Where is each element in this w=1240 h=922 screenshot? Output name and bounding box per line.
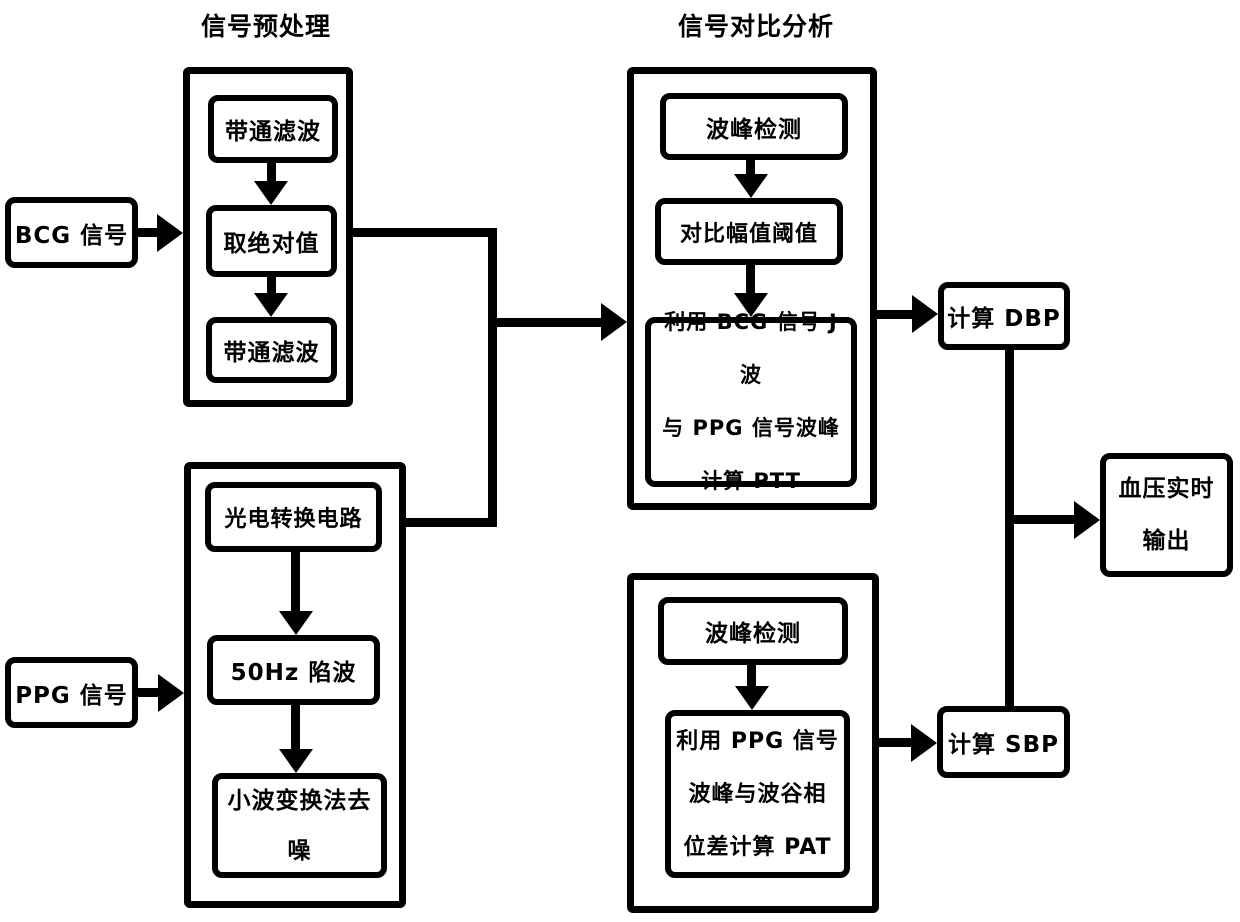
node-pat-calculation-line1: 利用 PPG 信号 — [676, 728, 839, 754]
node-absolute-value: 取绝对值 — [206, 205, 337, 277]
node-bp-realtime-output-line2: 输出 — [1142, 528, 1191, 554]
node-wavelet-denoise-line1: 小波变换法去 — [227, 787, 372, 814]
arrow-ppg-to-preprocessing-line — [138, 688, 166, 697]
arrow-bcg-to-preprocessing-line — [138, 228, 166, 237]
node-photoelectric-circuit: 光电转换电路 — [205, 482, 382, 552]
arrow-notch-to-wavelet-line — [291, 705, 300, 751]
node-peak-detection-top: 波峰检测 — [660, 93, 848, 160]
arrow-threshold-to-ptt-line — [746, 265, 755, 295]
arrow-notch-to-wavelet-head — [279, 749, 313, 773]
arrow-trunk-to-output-head — [1074, 501, 1100, 539]
arrow-peaktop-to-threshold-line — [746, 160, 755, 176]
arrow-bandpass1-to-abs-line — [267, 163, 276, 187]
node-peak-detection-bottom-label: 波峰检测 — [705, 621, 801, 647]
node-bcg-input-label: BCG 信号 — [14, 222, 129, 249]
node-ptt-calculation: 利用 BCG 信号 J 波 与 PPG 信号波峰 计算 PTT — [645, 310, 857, 493]
arrow-junction-to-ptt-line — [497, 318, 603, 327]
arrow-abs-to-bandpass2-line — [267, 277, 276, 297]
node-pat-calculation-line2: 波峰与波谷相 — [688, 781, 827, 807]
node-ppg-input-label: PPG 信号 — [15, 682, 128, 709]
node-calc-dbp-label: 计算 DBP — [947, 306, 1061, 332]
node-photoelectric-circuit-label: 光电转换电路 — [224, 507, 363, 532]
arrow-threshold-to-ptt-head — [734, 293, 768, 317]
arrow-bcg-to-preprocessing-head — [157, 214, 183, 252]
arrow-bandpass1-to-abs-head — [254, 181, 288, 205]
arrow-peakbottom-to-pat-head — [735, 686, 769, 710]
arrow-junction-to-ptt-head — [601, 303, 627, 341]
group-pat-analysis — [627, 573, 879, 913]
node-ptt-calculation-line3: 计算 PTT — [701, 469, 801, 493]
arrow-ptt-to-dbp-line — [877, 310, 914, 319]
group-bcg-preprocessing — [183, 67, 353, 407]
node-bp-realtime-output: 血压实时 输出 — [1100, 453, 1233, 577]
arrow-photo-to-notch-head — [279, 611, 313, 635]
node-pat-calculation-line3: 位差计算 PAT — [683, 834, 832, 860]
arrow-pat-to-sbp-head — [911, 724, 937, 762]
node-bp-realtime-output-line1: 血压实时 — [1118, 476, 1215, 502]
node-bcg-input: BCG 信号 — [5, 197, 138, 268]
node-amplitude-threshold-label: 对比幅值阈值 — [679, 221, 818, 247]
arrow-ptt-to-dbp-head — [912, 295, 938, 333]
node-bandpass-filter-1: 带通滤波 — [208, 95, 338, 163]
arrow-abs-to-bandpass2-head — [254, 293, 288, 317]
node-ptt-calculation-line2: 与 PPG 信号波峰 — [662, 416, 840, 440]
node-50hz-notch-label: 50Hz 陷波 — [230, 660, 357, 686]
node-bandpass-filter-1-label: 带通滤波 — [225, 119, 321, 145]
arrow-ppg-to-preprocessing-head — [158, 674, 184, 712]
group-ptt-analysis — [627, 67, 877, 510]
node-calc-sbp: 计算 SBP — [937, 706, 1070, 778]
node-wavelet-denoise: 小波变换法去 噪 — [212, 773, 387, 878]
node-peak-detection-bottom: 波峰检测 — [658, 597, 848, 665]
node-pat-calculation: 利用 PPG 信号 波峰与波谷相 位差计算 PAT — [665, 710, 850, 878]
node-50hz-notch: 50Hz 陷波 — [207, 635, 380, 705]
arrow-peakbottom-to-pat-line — [747, 665, 756, 688]
arrow-peaktop-to-threshold-head — [734, 174, 768, 198]
connector-dbp-sbp-trunk — [1005, 350, 1014, 706]
node-calc-sbp-label: 计算 SBP — [948, 732, 1059, 758]
node-wavelet-denoise-line2: 噪 — [287, 837, 312, 864]
group-ppg-preprocessing — [184, 462, 406, 908]
arrow-photo-to-notch-line — [291, 552, 300, 613]
title-signal-preprocessing: 信号预处理 — [200, 12, 331, 41]
node-amplitude-threshold: 对比幅值阈值 — [655, 198, 843, 265]
connector-ppg-branch-line — [406, 518, 497, 527]
arrow-trunk-to-output-line — [1005, 515, 1076, 524]
node-peak-detection-top-label: 波峰检测 — [706, 116, 802, 143]
node-calc-dbp: 计算 DBP — [938, 282, 1070, 350]
arrow-pat-to-sbp-line — [879, 738, 915, 747]
connector-bcg-branch-line — [353, 228, 497, 237]
node-absolute-value-label: 取绝对值 — [223, 231, 320, 257]
connector-junction-vertical — [488, 228, 497, 527]
title-signal-comparison: 信号对比分析 — [677, 12, 834, 41]
node-bandpass-filter-2-label: 带通滤波 — [223, 340, 320, 366]
node-bandpass-filter-2: 带通滤波 — [206, 317, 337, 383]
node-ppg-input: PPG 信号 — [5, 657, 138, 728]
